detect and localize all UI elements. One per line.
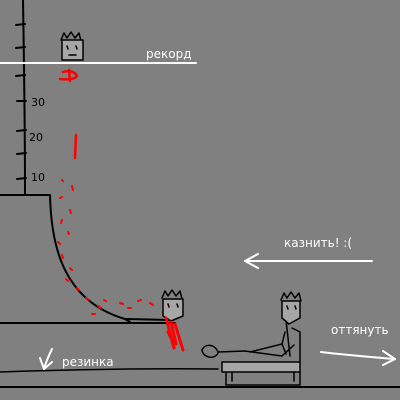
rubber-band bbox=[0, 367, 219, 373]
launch-cart-icon[interactable] bbox=[201, 319, 301, 386]
scale-tick bbox=[15, 46, 26, 49]
scale-tick bbox=[16, 129, 27, 132]
crowned-head-icon bbox=[161, 289, 184, 322]
rubber-band-label: резинка bbox=[62, 355, 114, 369]
execute-button[interactable]: казнить! :( bbox=[284, 236, 353, 250]
height-scale bbox=[15, 0, 27, 196]
crowned-head-icon bbox=[60, 31, 84, 61]
arrow-down-left-icon bbox=[39, 348, 53, 370]
scale-tick bbox=[16, 152, 27, 155]
blood-trail bbox=[57, 68, 154, 315]
scale-tick bbox=[15, 74, 26, 77]
scale-tick-label: 30 bbox=[31, 96, 45, 109]
arrow-right-icon[interactable] bbox=[320, 350, 396, 366]
scale-tick-label: 10 bbox=[31, 171, 45, 184]
pull-back-button[interactable]: оттянуть bbox=[331, 323, 389, 337]
arrow-left-icon[interactable] bbox=[244, 253, 373, 269]
blood-splash bbox=[164, 316, 185, 352]
scale-tick-label: 20 bbox=[29, 131, 43, 144]
scale-tick bbox=[16, 177, 27, 180]
crowned-head-icon bbox=[280, 291, 302, 325]
record-label: рекорд bbox=[146, 47, 192, 61]
launch-ramp bbox=[0, 194, 176, 324]
scale-pole bbox=[22, 0, 26, 196]
scale-tick bbox=[15, 23, 26, 26]
